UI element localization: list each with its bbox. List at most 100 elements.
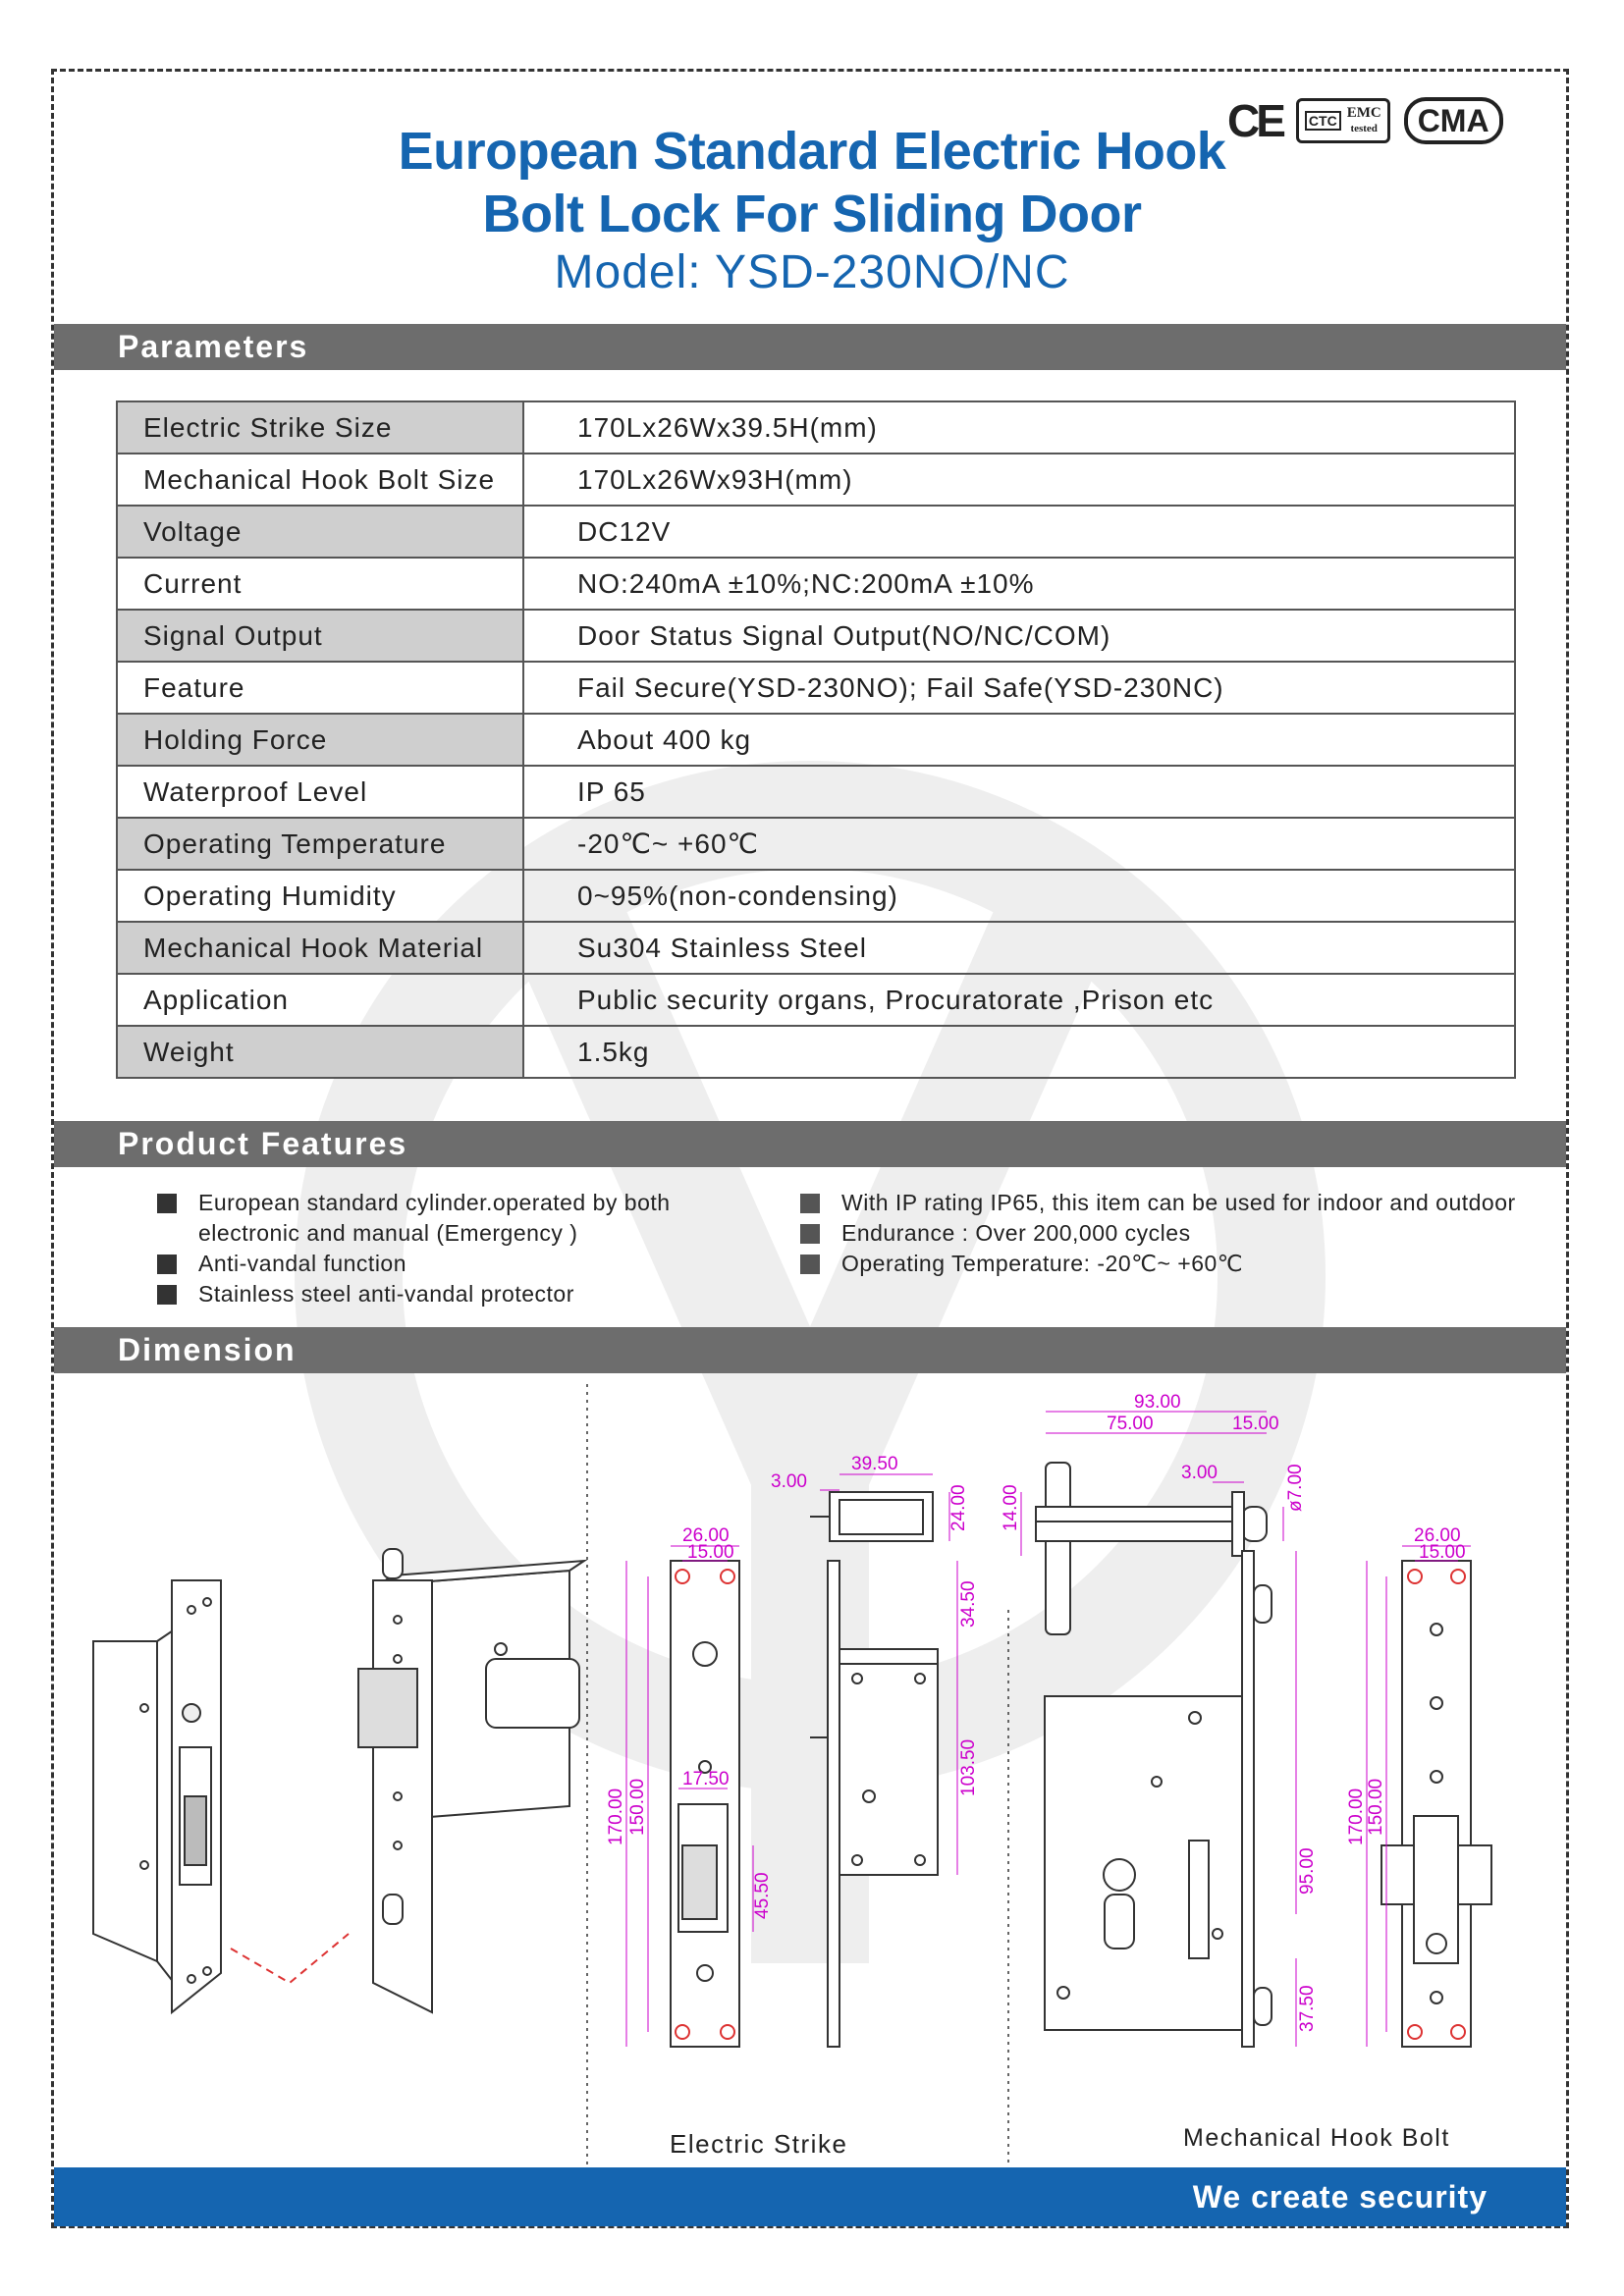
parameter-label: Operating Temperature bbox=[116, 817, 524, 871]
parameter-value: IP 65 bbox=[522, 765, 1516, 819]
bolt-top-view bbox=[1035, 1462, 1268, 1635]
svg-text:150.00: 150.00 bbox=[1366, 1779, 1386, 1836]
feature-item: With IP rating IP65, this item can be us… bbox=[800, 1188, 1516, 1218]
parameter-value: 170Lx26Wx93H(mm) bbox=[522, 453, 1516, 507]
parameter-label: Application bbox=[116, 973, 524, 1027]
parameter-value: Su304 Stainless Steel bbox=[522, 921, 1516, 975]
title-line-2: Bolt Lock For Sliding Door bbox=[482, 185, 1142, 243]
bullet-square-icon bbox=[157, 1194, 177, 1213]
certification-logos: CE CTC EMC tested CMA bbox=[1227, 95, 1503, 146]
feature-item: European standard cylinder.operated by b… bbox=[157, 1188, 671, 1218]
bolt-top-dimensions: 93.00 75.00 15.00 3.00 14.00 ø7.00 bbox=[1001, 1392, 1306, 1556]
parameter-label: Signal Output bbox=[116, 609, 524, 663]
dimension-drawings: 39.50 3.00 24.00 26.00 15.00 17.50 170.0… bbox=[92, 1384, 1492, 2169]
parameter-label: Voltage bbox=[116, 505, 524, 559]
footer-banner: We create security bbox=[54, 2167, 1566, 2226]
svg-text:17.50: 17.50 bbox=[682, 1769, 730, 1789]
document-title: European Standard Electric Hook Bolt Loc… bbox=[0, 120, 1624, 300]
page-frame bbox=[51, 69, 1569, 2228]
svg-text:15.00: 15.00 bbox=[1232, 1414, 1279, 1434]
feature-item: Operating Temperature: -20℃~ +60℃ bbox=[800, 1249, 1516, 1279]
dimension-header: Dimension bbox=[54, 1327, 1566, 1373]
parameter-label: Current bbox=[116, 557, 524, 611]
title-line-1: European Standard Electric Hook bbox=[398, 122, 1226, 181]
parameter-label: Waterproof Level bbox=[116, 765, 524, 819]
svg-text:170.00: 170.00 bbox=[606, 1789, 626, 1845]
svg-text:45.50: 45.50 bbox=[752, 1872, 773, 1919]
parameter-label: Mechanical Hook Bolt Size bbox=[116, 453, 524, 507]
bullet-square-icon bbox=[800, 1194, 820, 1213]
bolt-front-dimensions: 26.00 15.00 170.00 150.00 bbox=[1346, 1525, 1471, 2047]
bolt-front-view bbox=[1380, 1560, 1492, 2048]
svg-text:170.00: 170.00 bbox=[1346, 1789, 1367, 1845]
svg-text:3.00: 3.00 bbox=[1181, 1463, 1218, 1483]
parameter-label: Mechanical Hook Material bbox=[116, 921, 524, 975]
svg-text:75.00: 75.00 bbox=[1107, 1414, 1154, 1434]
parameter-value: Door Status Signal Output(NO/NC/COM) bbox=[522, 609, 1516, 663]
parameter-label: Operating Humidity bbox=[116, 869, 524, 923]
svg-text:93.00: 93.00 bbox=[1134, 1392, 1181, 1413]
feature-item: Endurance : Over 200,000 cycles bbox=[800, 1218, 1516, 1249]
svg-text:95.00: 95.00 bbox=[1297, 1847, 1318, 1895]
bullet-square-icon bbox=[800, 1255, 820, 1274]
bolt-side-view bbox=[1044, 1550, 1272, 2048]
strike-top-view bbox=[810, 1491, 934, 1542]
parameter-value: Fail Secure(YSD-230NO); Fail Safe(YSD-23… bbox=[522, 661, 1516, 715]
svg-text:26.00: 26.00 bbox=[682, 1525, 730, 1546]
svg-text:24.00: 24.00 bbox=[948, 1484, 969, 1531]
svg-text:ø7.00: ø7.00 bbox=[1285, 1464, 1306, 1512]
hook-bolt-3d-drawing bbox=[357, 1548, 588, 2014]
parameter-row: Operating Temperature-20℃~ +60℃ bbox=[116, 817, 1516, 871]
parameter-label: Electric Strike Size bbox=[116, 400, 524, 454]
svg-text:14.00: 14.00 bbox=[1001, 1484, 1021, 1531]
ctc-mark: CTC bbox=[1304, 111, 1341, 131]
svg-text:15.00: 15.00 bbox=[687, 1542, 734, 1563]
parameter-value: 1.5kg bbox=[522, 1025, 1516, 1079]
svg-text:103.50: 103.50 bbox=[958, 1739, 979, 1796]
parameters-header: Parameters bbox=[54, 324, 1566, 370]
bolt-side-dimensions: 95.00 37.50 bbox=[1295, 1551, 1318, 2047]
parameter-label: Weight bbox=[116, 1025, 524, 1079]
features-right-list: With IP rating IP65, this item can be us… bbox=[800, 1188, 1516, 1279]
emc-text: EMC tested bbox=[1346, 104, 1381, 134]
parameter-value: -20℃~ +60℃ bbox=[522, 817, 1516, 871]
strike-top-dimensions: 39.50 3.00 24.00 bbox=[771, 1454, 969, 1541]
bullet-square-icon bbox=[800, 1224, 820, 1244]
svg-text:26.00: 26.00 bbox=[1414, 1525, 1461, 1546]
strike-3d-drawing bbox=[92, 1579, 222, 2015]
strike-side-dimensions: 34.50 103.50 bbox=[956, 1561, 979, 1875]
bolt-caption: Mechanical Hook Bolt bbox=[1183, 2124, 1450, 2152]
svg-text:150.00: 150.00 bbox=[627, 1779, 648, 1836]
ce-mark: CE bbox=[1227, 95, 1286, 146]
strike-front-dimensions: 26.00 15.00 17.50 170.00 150.00 45.50 bbox=[606, 1525, 773, 2047]
svg-text:39.50: 39.50 bbox=[851, 1454, 898, 1474]
parameter-value: 0~95%(non-condensing) bbox=[522, 869, 1516, 923]
cma-mark: CMA bbox=[1403, 97, 1503, 144]
features-header: Product Features bbox=[54, 1121, 1566, 1167]
strike-front-view bbox=[670, 1560, 740, 2048]
feature-item: Anti-vandal function bbox=[157, 1249, 671, 1279]
parameter-value: NO:240mA ±10%;NC:200mA ±10% bbox=[522, 557, 1516, 611]
parameter-value: DC12V bbox=[522, 505, 1516, 559]
parameter-label: Holding Force bbox=[116, 713, 524, 767]
emc-badge: CTC EMC tested bbox=[1295, 98, 1390, 143]
svg-text:15.00: 15.00 bbox=[1419, 1542, 1466, 1563]
svg-text:37.50: 37.50 bbox=[1297, 1985, 1318, 2032]
feature-item: Stainless steel anti-vandal protector bbox=[157, 1279, 671, 1309]
svg-text:3.00: 3.00 bbox=[771, 1471, 807, 1492]
bullet-square-icon bbox=[157, 1255, 177, 1274]
parameter-value: Public security organs, Procuratorate ,P… bbox=[522, 973, 1516, 1027]
